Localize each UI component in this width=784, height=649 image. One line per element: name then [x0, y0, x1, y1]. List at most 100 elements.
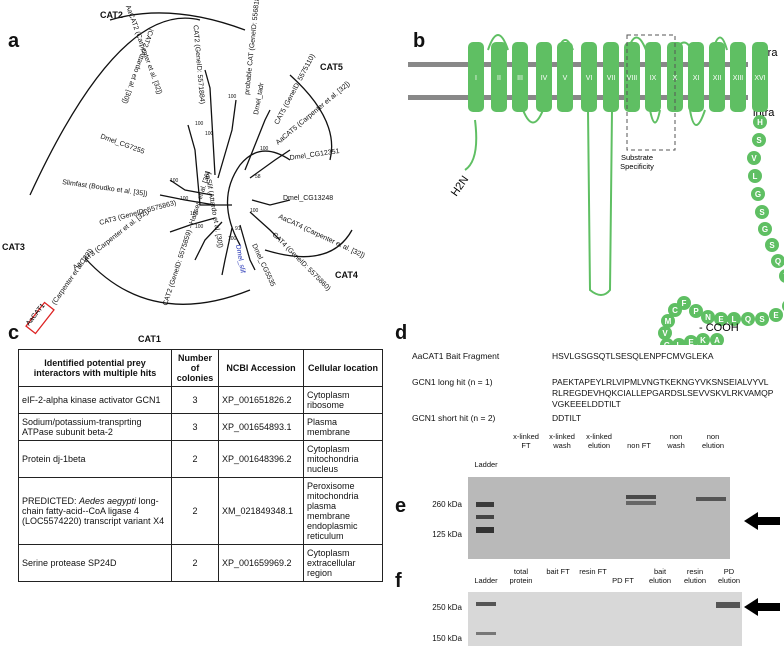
amino-acid-bead	[684, 335, 698, 345]
gel-f-lane-label: resin elution	[683, 567, 707, 585]
amino-acid-bead	[752, 133, 766, 147]
amino-acid-letter: P	[693, 307, 699, 316]
amino-acid-letter: E	[688, 338, 694, 345]
tree-leaf: CAT2 (GeneID: 5575859) - Hansen et al. […	[162, 171, 212, 307]
amino-acid-letter: S	[769, 241, 775, 250]
amino-acid-letter: F	[682, 299, 687, 308]
helix-label: VI	[586, 75, 593, 82]
bait-label: AaCAT1 Bait Fragment	[412, 351, 500, 361]
helix-label: XII	[713, 75, 722, 82]
gel-e	[468, 477, 730, 559]
amino-acid-letter: E	[718, 315, 724, 324]
gel-band	[476, 502, 494, 507]
gel-band	[696, 497, 726, 501]
amino-acid-letter: L	[677, 341, 682, 345]
table-cell: Serine protease SP24D	[18, 544, 172, 582]
amino-acid-letter: K	[700, 336, 706, 345]
amino-acid-bead	[771, 254, 784, 268]
table-header: Cellular location	[303, 349, 383, 387]
amino-acid-letter: S	[759, 208, 765, 217]
name-prefix: PREDICTED:	[22, 496, 80, 506]
amino-acid-bead	[758, 222, 772, 236]
helix-label: XVI	[754, 75, 765, 82]
table-cell: 2	[171, 440, 219, 478]
amino-acid-letter: Q	[775, 257, 781, 266]
gel-f-lane-label: resin FT	[579, 567, 607, 576]
table-cell: Cytoplasm ribosome	[303, 386, 383, 414]
amino-acid-letter: C	[672, 306, 678, 315]
bootstrap-value: 100	[250, 208, 259, 214]
gel-e-marker: 260 kDa	[432, 500, 462, 509]
c-terminus-label: - COOH	[699, 322, 739, 334]
tree-leaf: Dmel_CG12351	[289, 148, 340, 162]
amino-acid-bead	[701, 310, 715, 324]
amino-acid-bead	[748, 169, 762, 183]
table-cell: XP_001659969.2	[218, 544, 304, 582]
gel-f-marker: 150 kDa	[432, 634, 462, 643]
helix-label: XI	[693, 75, 700, 82]
helix-label: III	[517, 75, 523, 82]
clade-label-cat5: CAT5	[320, 62, 343, 72]
gel-f-lane-label: total protein	[509, 567, 533, 585]
clade-label-cat4: CAT4	[335, 270, 358, 280]
panel-label-e: e	[395, 495, 407, 517]
short-hit-sequence: DDTILT	[552, 413, 582, 423]
bootstrap-value: 58	[255, 174, 261, 180]
bootstrap-value: 100	[195, 121, 204, 127]
table-cell: 3	[171, 413, 219, 441]
amino-acid-bead	[765, 238, 779, 252]
amino-acid-bead	[755, 312, 769, 326]
amino-acid-letter: G	[755, 190, 761, 199]
panel-label-d: d	[395, 322, 408, 344]
table-row: PREDICTED: Aedes aegypti long-chain fatt…	[18, 477, 383, 545]
gel-e-lane-label: non FT	[627, 441, 651, 450]
gel-f-lane-label: bait FT	[546, 567, 570, 576]
bootstrap-value: 100	[195, 224, 204, 230]
tree-leaf: Dmel_tadr	[253, 82, 266, 116]
helix-label: II	[497, 75, 501, 82]
panel-label-c: c	[8, 322, 20, 344]
n-terminus-label: H2N	[449, 174, 471, 199]
bootstrap-value: 91	[235, 226, 241, 232]
helix-label: VII	[607, 75, 616, 82]
amino-acid-bead	[741, 312, 755, 326]
gel-band	[476, 602, 496, 606]
amino-acid-bead	[747, 151, 761, 165]
long-hit-label: GCN1 long hit (n = 1)	[412, 377, 493, 387]
gel-e-lane-label: x-linked FT	[513, 432, 539, 450]
amino-acid-bead	[660, 338, 674, 345]
helix-label: XIII	[733, 75, 744, 82]
arrow-icon	[744, 598, 780, 616]
table-cell: Plasma membrane	[303, 413, 383, 441]
short-hit-label: GCN1 short hit (n = 2)	[412, 413, 496, 423]
table-row: Sodium/potassium-transprting ATPase subu…	[18, 413, 383, 441]
amino-acid-letter: S	[759, 315, 765, 324]
table-header: Number of colonies	[171, 349, 219, 387]
amino-acid-bead	[710, 333, 724, 345]
table-cell: Cytoplasm mitochondria nucleus	[303, 440, 383, 478]
amino-acid-letter: L	[753, 172, 758, 181]
amino-acid-letter: V	[751, 154, 757, 163]
amino-acid-bead	[668, 303, 682, 317]
tree-leaf: Dmel_slif	[234, 244, 246, 274]
membrane-topology: extra intra I II III IV V VI VII	[408, 34, 784, 345]
amino-acid-letter: M	[665, 317, 672, 326]
gel-f-lane-label: bait elution	[648, 567, 672, 585]
helix-label: IX	[650, 75, 657, 82]
table-cell: Sodium/potassium-transprting ATPase subu…	[18, 413, 172, 441]
table-cell: 3	[171, 386, 219, 414]
panel-label-a: a	[8, 30, 20, 52]
tree-leaf: Dmel_CG5535	[250, 243, 276, 288]
amino-acid-letter: L	[732, 315, 737, 324]
panel-label-b: b	[413, 30, 426, 52]
amino-acid-bead	[753, 115, 767, 129]
long-hit-sequence: PAEKTAPEYLRLVIPMLVNGTKEKNGYVKSNSEIALVYVL…	[552, 377, 774, 409]
bootstrap-value: 100	[190, 211, 199, 217]
amino-acid-letter: S	[756, 136, 762, 145]
phylogenetic-tree: probable CAT (GeneID: 5568181) Dmel_tadr…	[2, 0, 366, 344]
table-cell: 2	[171, 544, 219, 582]
